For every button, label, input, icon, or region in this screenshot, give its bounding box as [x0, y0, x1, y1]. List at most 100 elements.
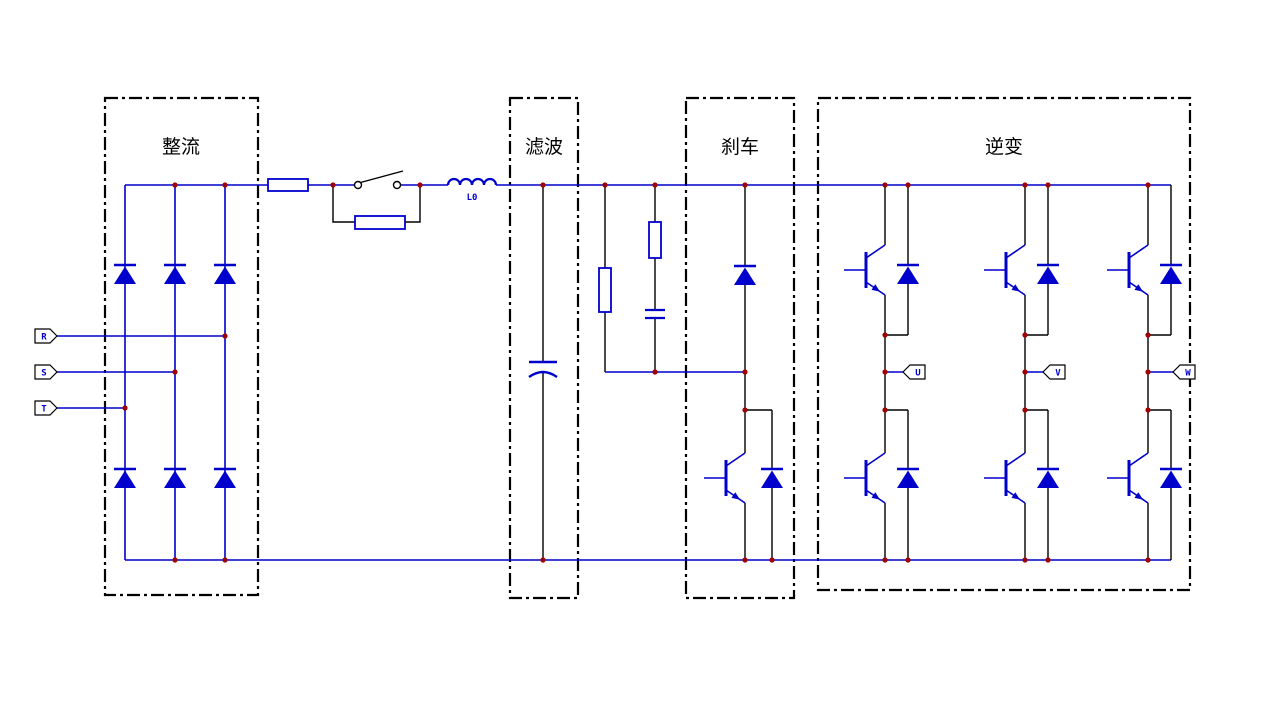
- terminal-label: U: [915, 369, 920, 379]
- capacitor-plate-bottom: [528, 370, 558, 378]
- junction-dot: [1022, 407, 1028, 413]
- junction-dot: [172, 557, 178, 563]
- junction-dot: [652, 369, 658, 375]
- section-box-brake: [684, 96, 796, 600]
- precharge-contactor-switch: [353, 170, 404, 190]
- junction-dot: [1022, 332, 1028, 338]
- junction-dot: [742, 557, 748, 563]
- brake-branch-wires: [744, 185, 773, 560]
- inverter-igbt-upper-u: [842, 243, 887, 297]
- section-rectifier: 整流: [103, 96, 260, 597]
- switch-contact-right: [392, 180, 402, 190]
- terminal-tag-shape: [34, 400, 58, 416]
- precharge-resistor: [354, 215, 406, 230]
- section-title-rectifier: 整流: [162, 136, 200, 158]
- junction-dot: [1022, 182, 1028, 188]
- dc-fuse: [267, 178, 309, 192]
- junction-dot: [540, 182, 546, 188]
- input-terminal-t: T: [34, 400, 58, 416]
- freewheel-diode-lower-u: [895, 467, 921, 490]
- inverter-igbt-lower-u: [842, 451, 887, 505]
- inverter-igbt-lower-v: [982, 451, 1027, 505]
- output-terminal-w: W: [1172, 364, 1196, 380]
- precharge-bypass-wires: [332, 185, 421, 223]
- junction-dot: [882, 369, 888, 375]
- junction-dot: [905, 182, 911, 188]
- phase-input-wires: [57, 335, 225, 409]
- inverter-igbt-upper-w: [1105, 243, 1150, 297]
- junction-dot: [769, 557, 775, 563]
- input-terminal-s: S: [34, 364, 58, 380]
- junction-dot: [222, 557, 228, 563]
- rectifier-diode: [162, 263, 188, 286]
- junction-dot: [540, 557, 546, 563]
- terminal-label: S: [41, 369, 46, 379]
- inductor-coil: [446, 177, 498, 186]
- freewheel-diode-upper-v: [1035, 263, 1061, 286]
- snubber-capacitor: [645, 308, 665, 320]
- terminal-label: W: [1185, 369, 1191, 379]
- junction-dot: [882, 407, 888, 413]
- section-title-brake: 刹车: [721, 136, 759, 158]
- section-box-filter: [508, 96, 580, 600]
- junction-dot: [1145, 332, 1151, 338]
- rectifier-diode: [212, 467, 238, 490]
- terminal-label: T: [41, 405, 47, 415]
- rectifier-diode: [112, 263, 138, 286]
- main-wires: [57, 184, 1173, 561]
- junction-dot: [417, 182, 423, 188]
- terminal-tag-shape: [902, 364, 926, 380]
- section-inverter: 逆变: [816, 96, 1192, 592]
- inverter-igbt-upper-v: [982, 243, 1027, 297]
- junction-dot: [122, 405, 128, 411]
- junction-dot: [742, 369, 748, 375]
- terminal-tag-shape: [34, 328, 58, 344]
- terminal-tag-shape: [1172, 364, 1196, 380]
- freewheel-diode-lower-w: [1158, 467, 1184, 490]
- junction-dot: [1045, 182, 1051, 188]
- freewheel-diode-upper-w: [1158, 263, 1184, 286]
- switch-blade: [360, 170, 404, 184]
- section-brake: 刹车: [684, 96, 796, 600]
- output-terminal-u: U: [902, 364, 926, 380]
- junction-dot: [742, 407, 748, 413]
- section-title-inverter: 逆变: [985, 136, 1023, 158]
- freewheel-diode-upper-u: [895, 263, 921, 286]
- terminal-tag-shape: [34, 364, 58, 380]
- brake-igbt: [702, 451, 747, 505]
- snubber-resistor-2: [648, 221, 662, 259]
- junction-dot: [172, 182, 178, 188]
- junction-dot: [742, 182, 748, 188]
- junction-dots: [122, 182, 1151, 563]
- junction-dot: [905, 557, 911, 563]
- dc-link-inductor: L0: [446, 177, 498, 203]
- junction-dot: [1145, 407, 1151, 413]
- dc-link-capacitor: [528, 360, 558, 378]
- junction-dot: [222, 182, 228, 188]
- junction-dot: [602, 182, 608, 188]
- brake-freewheel-diode: [759, 467, 785, 490]
- inductor-label: L0: [467, 193, 478, 203]
- junction-dot: [882, 332, 888, 338]
- rectifier-diode: [162, 467, 188, 490]
- junction-dot: [882, 182, 888, 188]
- junction-dot: [1022, 557, 1028, 563]
- junction-dot: [1145, 182, 1151, 188]
- output-terminal-v: V: [1042, 364, 1066, 380]
- section-filter: 滤波: [508, 96, 580, 600]
- rectifier-diode: [212, 263, 238, 286]
- inverter-igbt-lower-w: [1105, 451, 1150, 505]
- snubber-capacitor-plates: [645, 308, 665, 320]
- section-box-inverter: [816, 96, 1192, 592]
- interconnect-wires: [332, 185, 1172, 560]
- switch-contact-left: [353, 180, 363, 190]
- junction-dot: [1022, 369, 1028, 375]
- section-box-rectifier: [103, 96, 260, 597]
- section-title-filter: 滤波: [525, 136, 563, 158]
- junction-dot: [1145, 557, 1151, 563]
- junction-dot: [222, 333, 228, 339]
- freewheel-diode-lower-v: [1035, 467, 1061, 490]
- terminal-label: V: [1055, 369, 1061, 379]
- junction-dot: [172, 369, 178, 375]
